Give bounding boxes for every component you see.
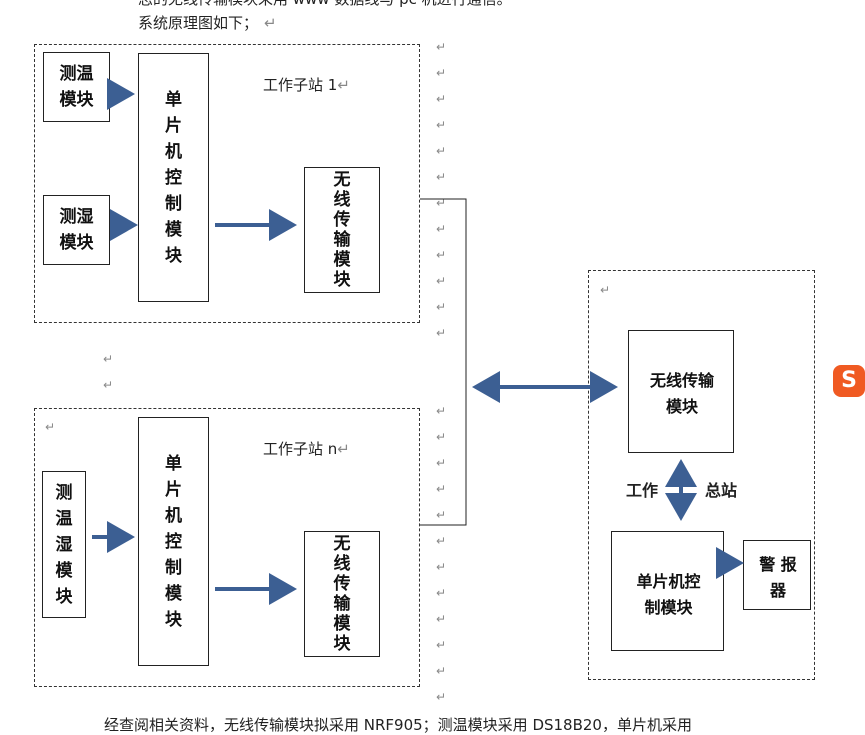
vertical-char: 传 bbox=[333, 210, 351, 230]
master-wireless-label-2: 模块 bbox=[665, 397, 698, 416]
return-mark: ↵ bbox=[436, 170, 447, 184]
mcu-module-box-1: 单片机控制模块 bbox=[138, 53, 209, 302]
vertical-char: 机 bbox=[165, 141, 182, 162]
vertical-char: 机 bbox=[165, 505, 182, 526]
master-wireless-label-1: 无线传输 bbox=[649, 371, 714, 390]
return-mark: ↵ bbox=[436, 612, 447, 626]
return-mark: ↵ bbox=[436, 300, 447, 314]
return-mark: ↵ bbox=[436, 66, 447, 80]
return-mark: ↵ bbox=[436, 664, 447, 678]
mcu-module-box-n: 单片机控制模块 bbox=[138, 417, 209, 666]
vertical-char: 块 bbox=[333, 634, 351, 654]
return-mark: ↵ bbox=[436, 40, 447, 54]
master-mcu-label-2: 制模块 bbox=[644, 598, 693, 617]
humid-module-box: 测湿模块 bbox=[43, 195, 110, 265]
return-mark: ↵ bbox=[436, 274, 447, 288]
vertical-char: 块 bbox=[165, 245, 182, 266]
return-mark: ↵ bbox=[436, 456, 447, 470]
vertical-char: 块 bbox=[333, 270, 351, 290]
return-mark: ↵ bbox=[436, 196, 447, 210]
bus-line bbox=[420, 198, 467, 526]
vertical-char: 片 bbox=[165, 479, 182, 500]
vertical-char: 模 bbox=[165, 583, 182, 604]
return-mark: ↵ bbox=[436, 92, 447, 106]
return-mark: ↵ bbox=[103, 352, 114, 366]
vertical-char: 单 bbox=[165, 453, 182, 474]
return-mark: ↵ bbox=[45, 420, 56, 434]
vertical-char: 输 bbox=[333, 594, 351, 614]
ime-logo-icon[interactable]: S bbox=[833, 365, 865, 397]
return-mark: ↵ bbox=[436, 508, 447, 522]
alarm-label-1: 警 报 bbox=[759, 555, 797, 574]
alarm-box: 警 报 器 bbox=[743, 540, 811, 610]
vertical-char: 模 bbox=[333, 250, 351, 270]
temp-module-box: 测温模块 bbox=[43, 52, 110, 122]
bottom-text-line: 经查阅相关资料，无线传输模块拟采用 NRF905；测温模块采用 DS18B20，… bbox=[104, 716, 692, 734]
vertical-char: 控 bbox=[165, 167, 182, 188]
return-mark: ↵ bbox=[436, 534, 447, 548]
return-mark: ↵ bbox=[436, 248, 447, 262]
vertical-char: 湿 bbox=[55, 534, 73, 555]
alarm-label-2: 器 bbox=[769, 581, 786, 600]
return-mark: ↵ bbox=[436, 144, 447, 158]
vertical-char: 块 bbox=[55, 586, 73, 607]
vertical-char: 制 bbox=[165, 557, 182, 578]
return-mark: ↵ bbox=[436, 118, 447, 132]
vertical-char: 输 bbox=[333, 230, 351, 250]
humid-module-label: 测湿模块 bbox=[59, 207, 94, 253]
vertical-char: 制 bbox=[165, 193, 182, 214]
vertical-char: 线 bbox=[333, 190, 351, 210]
return-mark: ↵ bbox=[436, 560, 447, 574]
substation-1-frame bbox=[34, 44, 420, 323]
vertical-char: 无 bbox=[333, 170, 351, 190]
vertical-char: 测 bbox=[55, 482, 73, 503]
vertical-char: 传 bbox=[333, 574, 351, 594]
substation-n-title: 工作子站 n↵ bbox=[263, 440, 350, 458]
return-mark: ↵ bbox=[436, 404, 447, 418]
temp-module-label: 测温模块 bbox=[59, 64, 94, 110]
master-mcu-label-1: 单片机控 bbox=[636, 572, 701, 591]
vertical-char: 单 bbox=[165, 89, 182, 110]
substation-n-frame bbox=[34, 408, 420, 687]
wireless-module-box-n: 无线传输模块 bbox=[304, 531, 380, 657]
wireless-module-box-1: 无线传输模块 bbox=[304, 167, 380, 293]
return-mark: ↵ bbox=[436, 638, 447, 652]
return-mark: ↵ bbox=[436, 690, 447, 704]
vertical-char: 控 bbox=[165, 531, 182, 552]
master-label-station: 总站 bbox=[705, 481, 738, 500]
master-wireless-box: 无线传输 模块 bbox=[628, 330, 734, 453]
vertical-char: 模 bbox=[55, 560, 73, 581]
return-mark: ↵ bbox=[436, 326, 447, 340]
vertical-char: 块 bbox=[165, 609, 182, 630]
return-mark: ↵ bbox=[436, 430, 447, 444]
vertical-char: 片 bbox=[165, 115, 182, 136]
th-module-box: 测温湿模块 bbox=[42, 471, 86, 618]
vertical-char: 线 bbox=[333, 554, 351, 574]
substation-1-title: 工作子站 1↵ bbox=[263, 76, 350, 94]
return-mark: ↵ bbox=[103, 378, 114, 392]
top-text-line: 志的无线传输模块采用 www 数据线与 pc 机进行通信。 bbox=[138, 0, 512, 9]
master-label-work: 工作 bbox=[626, 481, 659, 500]
return-mark: ↵ bbox=[436, 482, 447, 496]
vertical-char: 无 bbox=[333, 534, 351, 554]
return-mark: ↵ bbox=[600, 283, 611, 297]
return-mark: ↵ bbox=[436, 586, 447, 600]
vertical-char: 模 bbox=[165, 219, 182, 240]
intro-text-line: 系统原理图如下；↵ bbox=[138, 14, 277, 32]
master-station-frame bbox=[588, 270, 815, 680]
master-mcu-box: 单片机控 制模块 bbox=[611, 531, 724, 651]
vertical-char: 温 bbox=[55, 508, 73, 529]
vertical-char: 模 bbox=[333, 614, 351, 634]
return-mark: ↵ bbox=[436, 222, 447, 236]
